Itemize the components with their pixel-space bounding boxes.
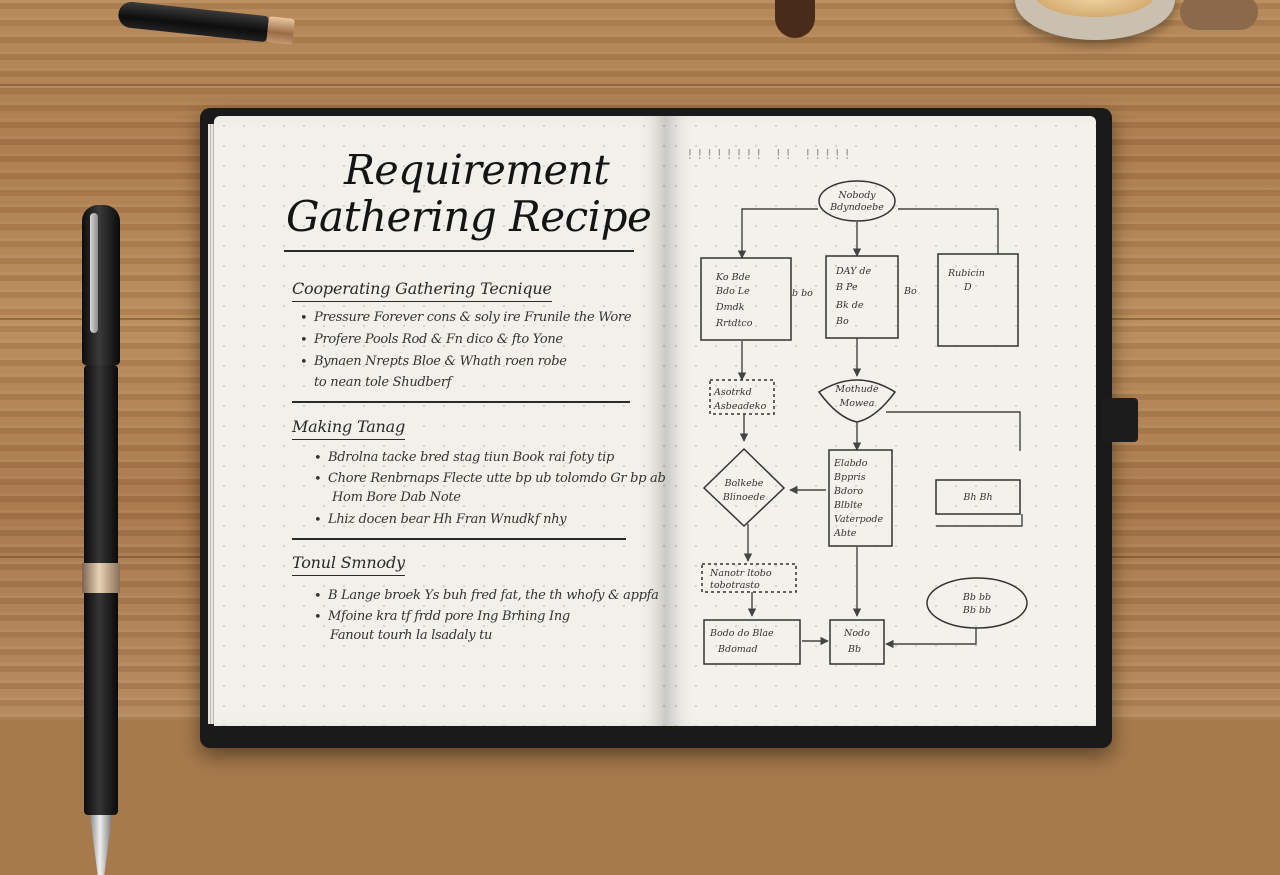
- coffee: [1035, 0, 1155, 17]
- flow-node-box-bottom-mid: [829, 619, 885, 665]
- flow-label: Blinoede: [722, 492, 766, 503]
- flow-node-box-bottom-left: [703, 619, 801, 665]
- bullet: •: [314, 610, 322, 625]
- pen-cap: [82, 205, 120, 365]
- note-line: Profere Pools Rod & Fn dico & fto Yone: [314, 332, 563, 347]
- flow-label: Vaterpode: [834, 514, 884, 525]
- flow-node-box-center: [825, 255, 899, 339]
- page-title-line-1: Requirement: [344, 146, 610, 194]
- fountain-pen-left: [78, 205, 124, 875]
- flow-node-box-side: [935, 479, 1021, 515]
- flow-label: Nobody: [837, 190, 876, 201]
- flow-node-decision-center: [817, 379, 897, 423]
- flow-label: Bolkebe: [724, 478, 764, 489]
- flow-node-box-list: [828, 449, 893, 547]
- flow-label: Bdomad: [717, 644, 758, 655]
- note-line: Fanout tourh la lsadaly tu: [330, 628, 493, 643]
- pen-clip: [90, 213, 98, 333]
- page-header-scribble: !!!!!!!! !! !!!!!: [686, 148, 854, 163]
- flow-label: Bb bb: [962, 605, 991, 616]
- section-heading-1: Cooperating Gathering Tecnique: [292, 279, 552, 302]
- flow-label: b bo: [792, 288, 813, 299]
- flow-label: tobotrasto: [710, 580, 760, 591]
- note-line: Chore Renbrnaps Flecte utte bp ub tolomd…: [328, 471, 666, 486]
- pen-nib: [90, 815, 112, 875]
- flow-label: Asbeadeko: [713, 401, 767, 412]
- flow-connector: [885, 628, 977, 649]
- note-line: Hom Bore Dab Note: [332, 490, 461, 505]
- flow-label: Elabdo: [833, 458, 868, 469]
- flow-node-note-left: [709, 379, 775, 415]
- bullet: •: [314, 513, 322, 528]
- glasses-arm: [775, 0, 815, 38]
- flow-label: Asotrkd: [713, 387, 752, 398]
- flowchart: Nobody Bdyndoebe Ko Bde Bdo Le Dmdk Rrtd…: [700, 180, 1028, 665]
- flow-label: Abte: [833, 528, 857, 539]
- flow-label: Bo: [835, 316, 849, 327]
- note-line: Mfoine kra tf frdd pore Ing Brhing Ing: [328, 609, 570, 624]
- pen-band: [82, 563, 120, 593]
- flow-label: Bdyndoebe: [829, 202, 884, 213]
- flow-label: Bppris: [833, 472, 866, 483]
- section-heading-3: Tonul Smnody: [292, 553, 405, 576]
- bullet: •: [314, 589, 322, 604]
- flow-label: D: [963, 282, 972, 293]
- flow-label: Rrtdtco: [715, 318, 753, 329]
- flow-label: Ko Bde: [715, 272, 751, 283]
- flow-node-decision-left: [702, 447, 786, 528]
- page-edges: [208, 124, 218, 724]
- bullet: •: [300, 311, 308, 326]
- flow-label: Bk de: [835, 300, 864, 311]
- flow-connector: [936, 514, 1023, 527]
- page-title-line-2: Gathering Recipe: [286, 192, 652, 241]
- pen-ring: [266, 16, 295, 45]
- section-divider: [292, 538, 626, 540]
- flow-label: Mowea: [839, 398, 875, 409]
- flow-connector: [898, 208, 999, 254]
- flow-label: Bdoro: [833, 486, 863, 497]
- note-line: Pressure Forever cons & soly ire Frunile…: [314, 310, 632, 325]
- desk-plank-seam: [0, 84, 1280, 86]
- bullet: •: [314, 451, 322, 466]
- flow-label: Mothude: [834, 384, 879, 395]
- flow-label: Bo: [903, 286, 917, 297]
- flow-label: Nodo: [843, 628, 870, 639]
- bullet: •: [314, 472, 322, 487]
- note-line: Lhiz docen bear Hh Fran Wnudkf nhy: [328, 512, 567, 527]
- left-page: [214, 116, 666, 726]
- flow-label: Bb: [847, 644, 861, 655]
- flow-node-box-left: [700, 257, 792, 341]
- flow-node-ellipse-bottom: [926, 577, 1028, 629]
- flow-label: Blblte: [833, 500, 863, 511]
- section-heading-2: Making Tanag: [292, 417, 405, 440]
- flow-label: Dmdk: [715, 302, 745, 313]
- flowchart-labels: Nobody Bdyndoebe Ko Bde Bdo Le Dmdk Rrtd…: [709, 190, 993, 655]
- flow-label: Nanotr ltobo: [709, 568, 772, 579]
- flow-label: Bb bb: [962, 592, 991, 603]
- flow-label: Bdo Le: [715, 286, 750, 297]
- flow-connector: [737, 208, 818, 259]
- right-page: [666, 116, 1096, 726]
- flow-label: B Pe: [835, 282, 858, 293]
- flow-label: Bodo do Blae: [709, 628, 774, 639]
- coffee-cup-handle: [1180, 0, 1258, 30]
- flow-label: DAY de: [835, 266, 871, 277]
- flow-node-box-right: [937, 253, 1019, 347]
- title-underline: [284, 250, 634, 252]
- note-line: Bdrolna tacke bred stag tiun Book rai fo…: [328, 450, 615, 465]
- flow-label: Rubicin: [947, 268, 985, 279]
- note-line: Bynaen Nrepts Bloe & Whath roen robe: [314, 354, 567, 369]
- note-line: to nean tole Shudberf: [314, 375, 452, 390]
- flow-connector: [886, 411, 1021, 451]
- flow-label: Bh Bh: [962, 492, 992, 503]
- flow-node-note-bottom: [701, 563, 797, 593]
- notebook-elastic-strap: [1102, 398, 1138, 442]
- bullet: •: [300, 333, 308, 348]
- note-line: B Lange broek Ys buh fred fat, the th wh…: [328, 588, 659, 603]
- bullet: •: [300, 355, 308, 370]
- section-divider: [292, 401, 630, 403]
- flow-node-start: [818, 180, 896, 222]
